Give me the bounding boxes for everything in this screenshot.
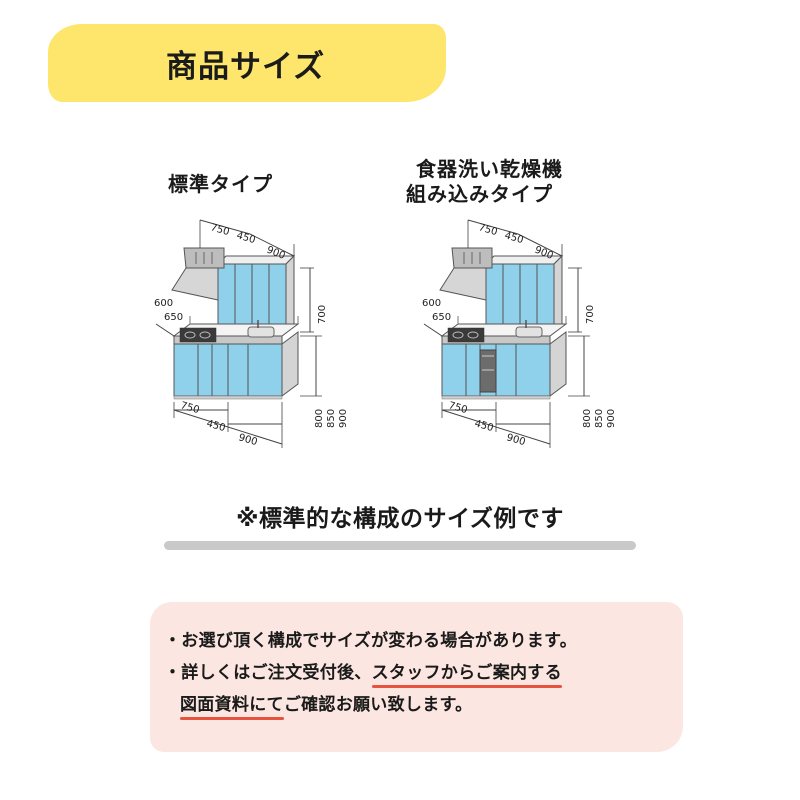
dim-upper-width-1: 750	[209, 222, 230, 238]
dishwasher-unit	[479, 349, 497, 393]
size-example-note: ※標準的な構成のサイズ例です	[236, 506, 564, 532]
dim-upper-height: 700	[317, 305, 328, 324]
dim-upper-width-2: 450	[503, 230, 524, 246]
info-line-1: ・お選び頂く構成でサイズが変わる場合があります。	[164, 631, 577, 651]
dim-depth-2: 650	[432, 312, 451, 323]
type-label-line: 標準タイプ	[168, 172, 273, 196]
dim-counter-height-2: 850	[594, 409, 605, 428]
dim-lower-width-1: 750	[447, 400, 468, 416]
info-line-2-highlight: スタッフからご案内する	[371, 663, 562, 683]
info-line-3-text: ご確認お願い致します。	[283, 695, 473, 715]
type-label-line: 食器洗い乾燥機	[416, 157, 563, 181]
info-box: ・お選び頂く構成でサイズが変わる場合があります。 ・詳しくはご注文受付後、スタッ…	[150, 602, 683, 752]
title-banner: 商品サイズ	[48, 24, 446, 102]
dim-upper-width-2: 450	[235, 230, 256, 246]
dim-upper-height: 700	[585, 305, 596, 324]
kitchen-dishwasher-illustration	[423, 219, 591, 449]
dim-lower-width-3: 900	[505, 432, 526, 448]
dim-counter-height-3: 900	[338, 409, 349, 428]
dim-depth-2: 650	[164, 312, 183, 323]
divider	[164, 541, 636, 550]
info-line-2: ・詳しくはご注文受付後、スタッフからご案内する	[164, 658, 562, 683]
type-label-line: 組み込みタイプ	[406, 182, 553, 206]
dim-lower-width-2: 450	[205, 418, 226, 434]
type-label-standard: 標準タイプ	[168, 172, 273, 197]
dim-depth-1: 600	[154, 298, 173, 309]
dim-counter-height-1: 800	[314, 409, 325, 428]
info-line-2-text: ・詳しくはご注文受付後、	[164, 663, 372, 683]
page-title: 商品サイズ	[166, 48, 326, 85]
dim-lower-width-1: 750	[179, 400, 200, 416]
kitchen-standard-illustration	[155, 219, 323, 449]
dim-depth-1: 600	[422, 298, 441, 309]
dim-upper-width-1: 750	[477, 222, 498, 238]
dim-lower-width-3: 900	[237, 432, 258, 448]
type-label-dishwasher: 食器洗い乾燥機 組み込みタイプ	[406, 157, 563, 207]
dim-counter-height-1: 800	[582, 409, 593, 428]
kitchen-diagrams: 750 450 900 700 600 650 750 450 900 800 …	[150, 148, 650, 482]
dim-lower-width-2: 450	[473, 418, 494, 434]
info-line-3: 図面資料にてご確認お願い致します。	[180, 690, 472, 715]
dim-counter-height-3: 900	[606, 409, 617, 428]
info-line-3-highlight: 図面資料にて	[180, 695, 284, 715]
kitchen-diagrams-svg: 750 450 900 700 600 650 750 450 900 800 …	[154, 219, 617, 449]
dim-counter-height-2: 850	[326, 409, 337, 428]
